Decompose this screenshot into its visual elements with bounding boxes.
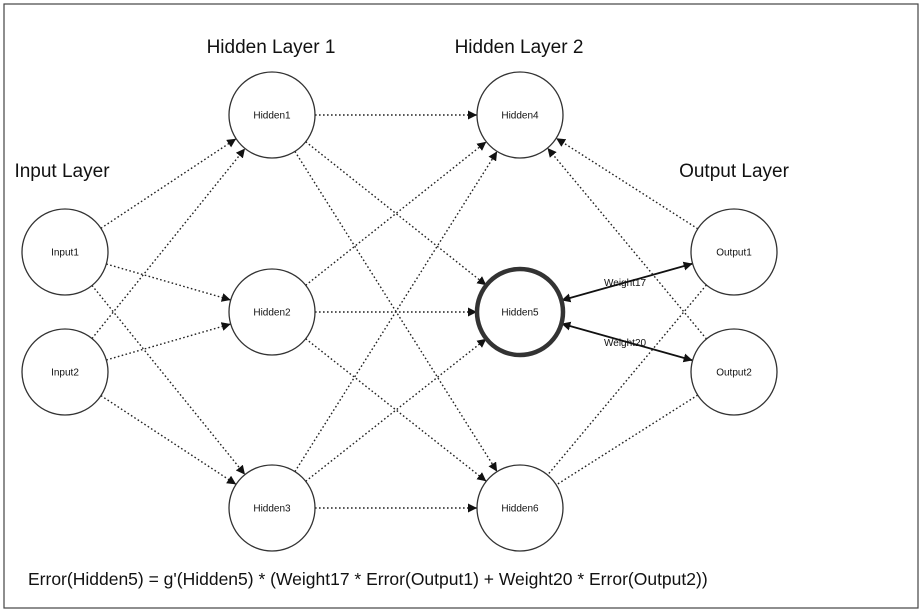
node-label-output1: Output1 — [716, 248, 752, 259]
node-hidden2 — [228, 268, 316, 356]
edge-hidden5-to-output2 — [561, 321, 693, 363]
edge-input1-to-hidden2 — [106, 263, 231, 302]
node-output2 — [690, 328, 778, 416]
edge-input2-to-hidden2 — [106, 322, 231, 361]
edge-output1-to-hidden6 — [547, 284, 707, 476]
hidden-layer-1-title: Hidden Layer 1 — [207, 37, 336, 58]
edge-output1-to-hidden4 — [555, 137, 699, 230]
edge-input2-to-hidden3 — [100, 395, 237, 485]
edge-output2-to-hidden4 — [546, 147, 708, 340]
node-label-hidden6: Hidden6 — [501, 504, 539, 515]
node-hidden6 — [476, 464, 564, 552]
node-label-hidden2: Hidden2 — [253, 308, 291, 319]
node-label-input2: Input2 — [51, 368, 79, 379]
node-label-input1: Input1 — [51, 248, 79, 259]
node-hidden5 — [474, 266, 566, 358]
node-label-output2: Output2 — [716, 368, 752, 379]
hidden-layer-2-title: Hidden Layer 2 — [455, 37, 584, 58]
edge-hidden3-to-hidden4 — [294, 151, 498, 472]
edge-input1-to-hidden3 — [91, 284, 246, 476]
node-label-hidden5: Hidden5 — [501, 308, 539, 319]
node-output1 — [690, 208, 778, 296]
weight17-label: Weight17 — [604, 278, 647, 289]
weight20-label: Weight20 — [604, 338, 647, 349]
node-hidden1 — [228, 71, 316, 159]
error-formula: Error(Hidden5) = g'(Hidden5) * (Weight17… — [28, 569, 708, 589]
output-layer-title: Output Layer — [679, 161, 790, 182]
edge-input2-to-hidden1 — [91, 148, 246, 339]
node-input2 — [21, 328, 109, 416]
diagram-frame — [3, 3, 919, 609]
node-label-hidden3: Hidden3 — [253, 504, 291, 515]
edge-group — [91, 110, 708, 513]
node-input1 — [21, 208, 109, 296]
edge-input1-to-hidden1 — [100, 138, 237, 229]
node-hidden4 — [476, 71, 564, 159]
edge-hidden2-to-hidden4 — [305, 141, 487, 286]
node-label-hidden4: Hidden4 — [501, 111, 539, 122]
node-label-hidden1: Hidden1 — [253, 111, 291, 122]
input-layer-title: Input Layer — [14, 161, 110, 182]
node-hidden3 — [228, 464, 316, 552]
edge-hidden5-to-output1 — [561, 261, 693, 303]
edge-hidden1-to-hidden5 — [305, 141, 487, 286]
